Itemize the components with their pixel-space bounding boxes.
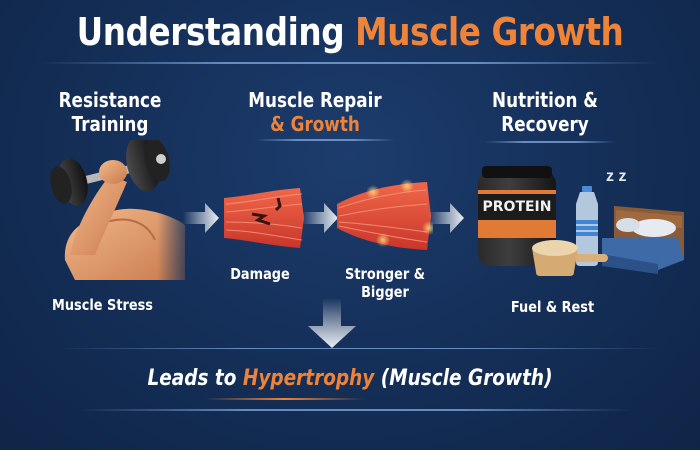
arm-dumbbell-icon xyxy=(50,140,185,280)
conclusion-prefix: Leads to xyxy=(147,366,243,391)
arrow-right-icon xyxy=(302,203,338,233)
conclusion-highlight: Hypertrophy xyxy=(242,366,375,391)
heading-underline xyxy=(485,141,615,143)
sleep-zz-icon: z z xyxy=(606,168,627,185)
conclusion-divider-bottom xyxy=(80,409,630,411)
conclusion-divider-top xyxy=(60,348,660,349)
protein-scoop-icon xyxy=(532,240,608,276)
conclusion-text: Leads to Hypertrophy (Muscle Growth) xyxy=(56,366,644,391)
title-prefix: Understanding xyxy=(76,10,356,54)
water-bottle-icon xyxy=(576,186,598,266)
column-heading-nutrition-recovery: Nutrition & Recovery xyxy=(482,88,608,136)
heading-line2: & Growth xyxy=(270,112,360,136)
heading-underline xyxy=(255,139,395,141)
heading-line2: Training xyxy=(71,112,149,136)
title-divider xyxy=(40,62,660,64)
caption-muscle-stress: Muscle Stress xyxy=(52,296,153,314)
page-title: Understanding Muscle Growth xyxy=(49,10,651,54)
protein-jar-icon: PROTEIN xyxy=(478,166,556,266)
heading-line1: Nutrition & xyxy=(492,88,598,112)
column-heading-resistance-training: Resistance Training xyxy=(43,88,177,136)
protein-label: PROTEIN xyxy=(478,194,556,220)
title-highlight: Muscle Growth xyxy=(355,10,624,54)
arrow-down-icon xyxy=(308,298,356,348)
strong-muscle-fiber-icon xyxy=(337,179,433,250)
caption-damage: Damage xyxy=(230,265,290,283)
nutrition-recovery-illustration: z z PROTEIN xyxy=(470,166,685,280)
caption-stronger-bigger: Stronger & Bigger xyxy=(345,265,425,301)
heading-line1: Muscle Repair xyxy=(248,88,382,112)
conclusion-suffix: (Muscle Growth) xyxy=(374,366,553,391)
highlight-underline xyxy=(205,398,365,400)
arrow-right-icon xyxy=(428,203,464,233)
caption-fuel-rest: Fuel & Rest xyxy=(510,298,595,316)
arrow-right-icon xyxy=(183,203,219,233)
bed-icon xyxy=(602,206,684,274)
damaged-muscle-fiber-icon xyxy=(224,188,304,248)
column-heading-muscle-repair: Muscle Repair & Growth xyxy=(244,88,387,136)
heading-line1: Resistance xyxy=(58,88,162,112)
heading-line2: Recovery xyxy=(501,112,589,136)
